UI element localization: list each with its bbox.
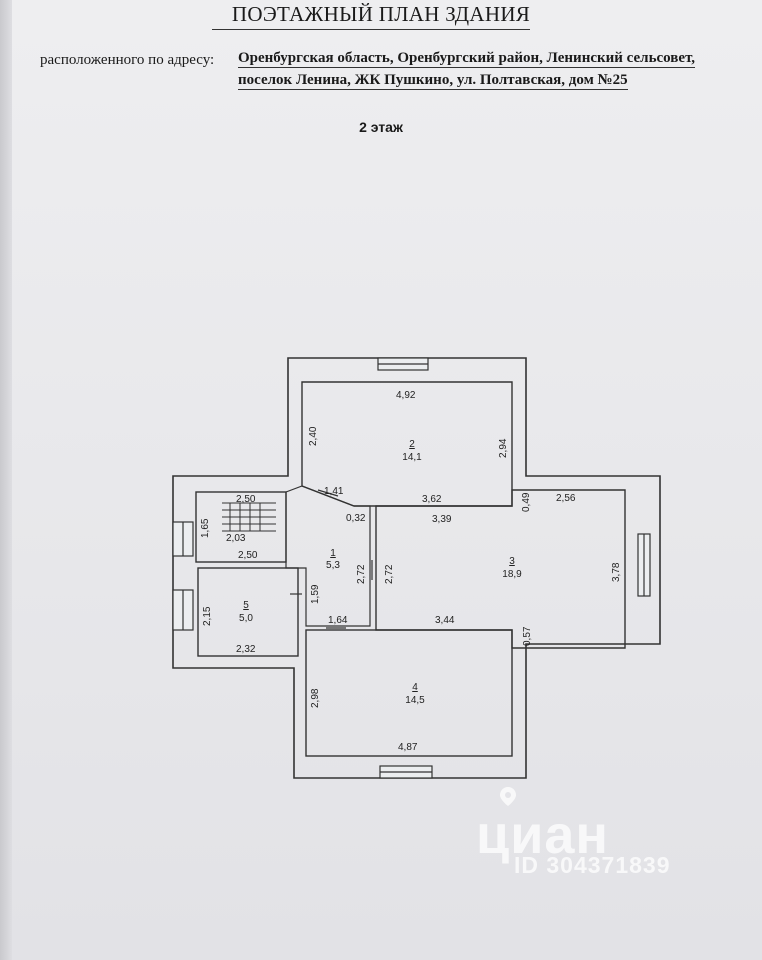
dim-stair-top: 2,50 xyxy=(236,494,256,505)
title-underline xyxy=(212,29,530,30)
location-pin-icon xyxy=(500,787,516,806)
room-4-number: 4 xyxy=(412,682,418,693)
dim-r3-top: 3,39 xyxy=(432,514,452,525)
floor-label: 2 этаж xyxy=(359,119,403,135)
watermark-id: ID 304371839 xyxy=(514,852,671,878)
dim-r2-top: 4,92 xyxy=(396,390,416,401)
watermark-brand: циан xyxy=(476,805,610,865)
room-1-outline xyxy=(285,485,371,627)
room-1-number: 1 xyxy=(330,548,336,559)
dim-stair-left: 1,65 xyxy=(200,518,211,538)
dim-stair-inner: 2,03 xyxy=(226,533,246,544)
dim-corridor-gap: 0,32 xyxy=(346,513,366,524)
document-title: ПОЭТАЖНЫЙ ПЛАН ЗДАНИЯ xyxy=(231,2,531,26)
stair-steps xyxy=(222,502,276,532)
dim-r4-bottom: 4,87 xyxy=(398,742,418,753)
dim-r3-top-right: 2,56 xyxy=(556,493,576,504)
room-3-area: 18,9 xyxy=(502,569,522,580)
room-3-outline xyxy=(375,489,626,649)
address-label: расположенного по адресу: xyxy=(40,52,215,68)
doors xyxy=(290,489,373,629)
dim-r2-bottom: 3,62 xyxy=(422,494,442,505)
dim-r2-right: 2,94 xyxy=(498,438,509,458)
dim-r3-bottom: 3,44 xyxy=(435,615,455,626)
dim-r5-left: 2,15 xyxy=(202,606,213,626)
room-3-number: 3 xyxy=(509,556,515,567)
dim-r2-left: 2,40 xyxy=(308,426,319,446)
room-2-area: 14,1 xyxy=(402,452,422,463)
dim-r3-step: 0,49 xyxy=(521,492,532,512)
address-line-1: Оренбургская область, Оренбургский район… xyxy=(238,50,696,68)
dim-r3-left: 2,72 xyxy=(384,564,395,584)
room-5-outline xyxy=(197,567,299,657)
outer-wall xyxy=(172,357,661,779)
dimension-labels: 4,92 2,40 2,94 3,62 1,41 0,32 2,50 2,03 … xyxy=(200,390,622,753)
room-4-area: 14,5 xyxy=(405,695,425,706)
room-labels: 2 14,1 1 5,3 3 18,9 4 14,5 5 5,0 xyxy=(239,439,522,706)
dim-r1-left: 1,59 xyxy=(310,584,321,604)
room-5-area: 5,0 xyxy=(239,613,253,624)
cian-watermark: циан ID 304371839 xyxy=(476,786,716,896)
dim-stair-bottom: 2,50 xyxy=(238,550,258,561)
dim-r3-right: 3,78 xyxy=(611,562,622,582)
room-1-area: 5,3 xyxy=(326,560,340,571)
room-4-outline xyxy=(305,629,513,757)
dim-r1-right: 2,72 xyxy=(356,564,367,584)
windows xyxy=(172,357,651,779)
dim-r5-bottom: 2,32 xyxy=(236,644,256,655)
dim-door-diagonal: 1,41 xyxy=(324,486,344,497)
dim-r4-left: 2,98 xyxy=(310,688,321,708)
paper-edge xyxy=(0,0,12,960)
dim-r1-bottom: 1,64 xyxy=(328,615,348,626)
room-2-number: 2 xyxy=(409,439,415,450)
dim-r3-step-bottom: 0,57 xyxy=(522,626,533,646)
address-line-2: поселок Ленина, ЖК Пушкино, ул. Полтавск… xyxy=(238,72,628,90)
room-5-number: 5 xyxy=(243,600,249,611)
